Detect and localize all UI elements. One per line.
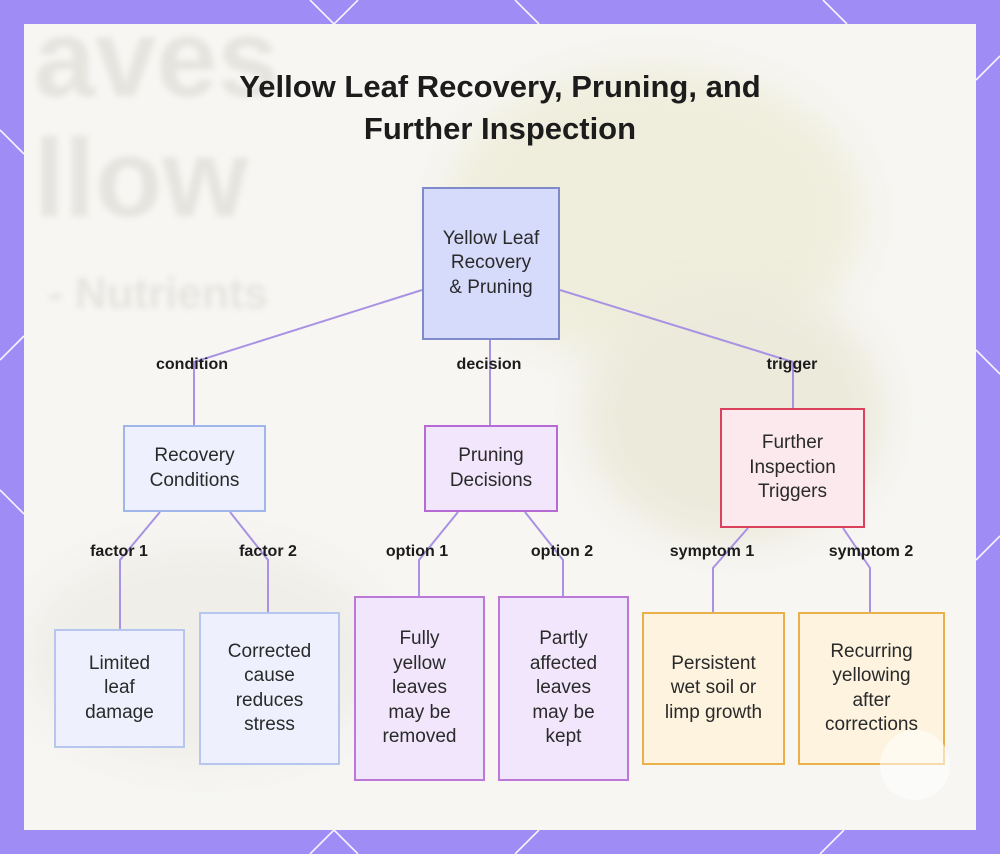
connector-inspection-recurring [842, 527, 871, 612]
node-partly-affected-leaves: Partly affected leaves may be kept [498, 596, 629, 781]
edge-label-condition: condition [156, 356, 228, 373]
background-text: aves llow - Nutrients [34, 24, 279, 316]
background-word: - Nutrients [48, 269, 268, 318]
edge-label-trigger: trigger [766, 356, 818, 373]
connector-root-inspection [559, 289, 794, 408]
node-fully-yellow-leaves: Fully yellow leaves may be removed [354, 596, 485, 781]
background-word: llow [34, 117, 248, 240]
edge-label-option-1: option 1 [385, 543, 449, 560]
node-recurring-yellowing: Recurring yellowing after corrections [798, 612, 945, 765]
diagram-title: Yellow Leaf Recovery, Pruning, and Furth… [239, 69, 761, 146]
node-pruning-decisions: Pruning Decisions [424, 425, 558, 512]
node-root: Yellow Leaf Recovery & Pruning [422, 187, 560, 340]
connector-pruning-partly [524, 511, 564, 596]
node-persistent-wet-soil: Persistent wet soil or limp growth [642, 612, 785, 765]
node-corrected-cause: Corrected cause reduces stress [199, 612, 340, 765]
connector-pruning-fully [418, 511, 459, 596]
edge-label-decision: decision [456, 356, 522, 373]
node-recovery-conditions: Recovery Conditions [123, 425, 266, 512]
edge-label-symptom-1: symptom 1 [669, 543, 755, 560]
edge-label-factor-2: factor 2 [239, 543, 297, 560]
node-further-inspection-triggers: Further Inspection Triggers [720, 408, 865, 528]
edge-label-factor-1: factor 1 [90, 543, 148, 560]
connector-recovery-corrected [229, 511, 269, 612]
connector-inspection-persistent [712, 527, 749, 612]
connector-root-recovery [193, 289, 423, 425]
edge-label-symptom-2: symptom 2 [828, 543, 914, 560]
watermark-logo-icon [880, 730, 950, 800]
connector-recovery-limited [119, 511, 161, 629]
node-limited-leaf-damage: Limited leaf damage [54, 629, 185, 748]
background-word: aves [34, 24, 279, 120]
edge-label-option-2: option 2 [530, 543, 594, 560]
